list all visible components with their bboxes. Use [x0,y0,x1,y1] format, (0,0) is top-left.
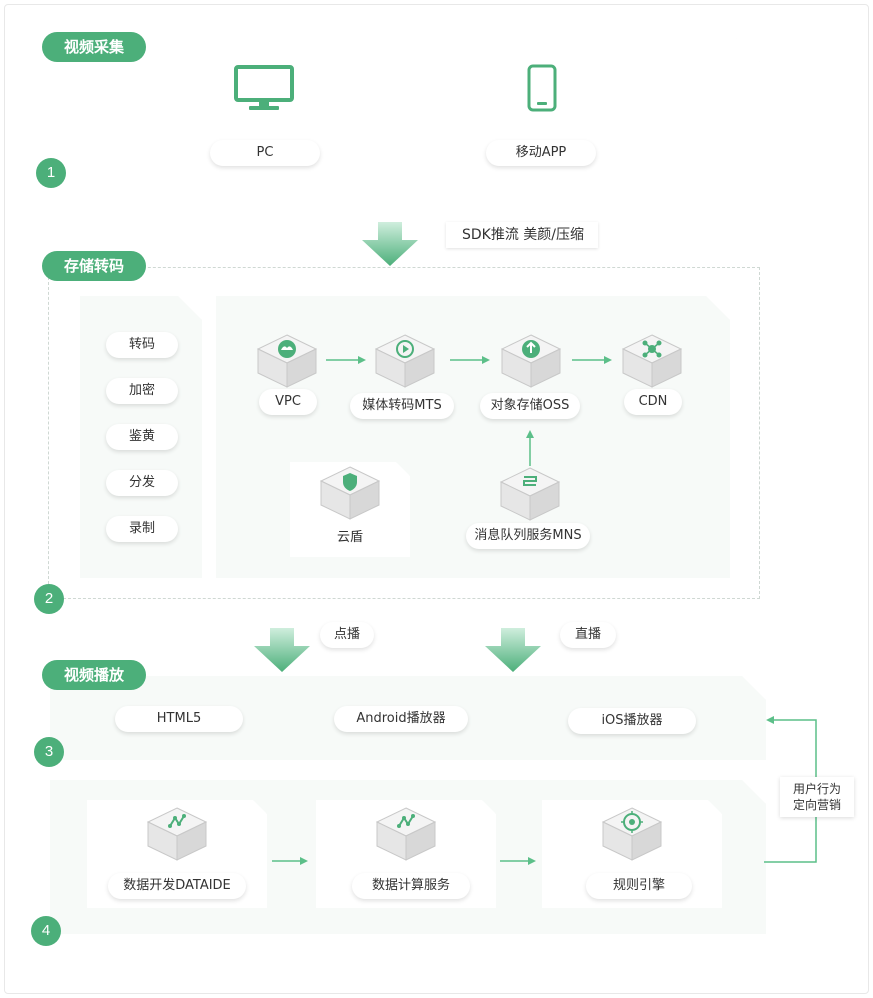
mobile-icon [526,64,558,112]
feedback-line-1: 用户行为 [792,782,841,796]
storage-section-tag: 存储转码 [42,251,147,281]
feature-record: 录制 [106,516,178,542]
playback-section-tag: 视频播放 [42,660,147,690]
cdn-cube-icon [621,333,683,389]
compute-cube-icon [375,806,437,862]
arrow-oss-cdn-icon [572,355,612,365]
dataide-label: 数据开发DATAIDE [108,873,246,899]
live-label: 直播 [560,622,616,648]
rules-cube-icon [601,806,663,862]
compute-label: 数据计算服务 [352,873,470,899]
shield-cube-icon [319,465,381,521]
arrow-vpc-mts-icon [326,355,366,365]
arrow-compute-rules-icon [500,856,536,866]
monitor-icon [233,64,295,112]
capture-section-tag: 视频采集 [42,32,147,62]
mobile-app-label: 移动APP [486,140,596,166]
step-4-badge: 4 [31,916,61,946]
ios-player-label: iOS播放器 [568,708,696,734]
step-3-badge: 3 [34,737,64,767]
shield-label: 云盾 [336,530,363,545]
mts-label: 媒体转码MTS [350,393,454,419]
feature-porn-detect: 鉴黄 [106,424,178,450]
html5-player-label: HTML5 [115,706,243,732]
mts-cube-icon [374,333,436,389]
live-down-arrow-icon [485,628,541,672]
feedback-line-2: 定向营销 [792,798,841,812]
feature-distribute: 分发 [106,470,178,496]
down-arrow-icon [362,222,418,266]
android-player-label: Android播放器 [334,706,468,732]
step-2-badge: 2 [34,584,64,614]
arrow-mns-oss-icon [525,430,535,466]
feature-encrypt: 加密 [106,378,178,404]
vod-down-arrow-icon [254,628,310,672]
mns-label: 消息队列服务MNS [466,523,590,549]
step-1-badge: 1 [36,158,66,188]
capture-panel [50,38,760,184]
storage-dashed-border [48,267,760,599]
mns-cube-icon [499,466,561,522]
dataide-cube-icon [146,806,208,862]
arrow-dataide-compute-icon [272,856,308,866]
oss-cube-icon [500,333,562,389]
vpc-label: VPC [259,389,317,415]
vod-label: 点播 [320,622,374,648]
rules-label: 规则引擎 [586,873,692,899]
oss-label: 对象存储OSS [480,393,580,419]
pc-label: PC [210,140,320,166]
feature-transcode: 转码 [106,332,178,358]
feedback-note: 用户行为 定向营销 [780,777,854,817]
sdk-push-label: SDK推流 美颜/压缩 [446,222,598,248]
cdn-label: CDN [624,389,682,415]
arrow-mts-oss-icon [450,355,490,365]
vpc-cube-icon [256,333,318,389]
